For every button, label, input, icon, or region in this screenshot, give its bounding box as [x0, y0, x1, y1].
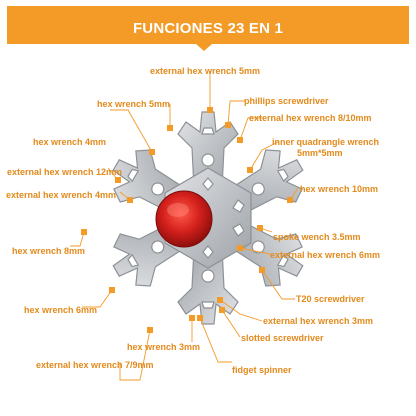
- label-phillips: phillips screwdriver: [244, 96, 329, 106]
- label-ext-hex-12mm: external hex wrench 12mm: [7, 167, 122, 177]
- label-ext-hex-8-10: external hex wrench 8/10mm: [249, 113, 372, 123]
- label-inner-quad-2: 5mm*5mm: [297, 148, 343, 158]
- label-hex-10mm: hex wrench 10mm: [300, 184, 378, 194]
- label-ext-hex-3mm: external hex wrench 3mm: [263, 316, 373, 326]
- label-hex-5mm: hex wrench 5mm: [97, 99, 170, 109]
- red-fidget-spinner-button: [155, 190, 213, 248]
- label-hex-8mm: hex wrench 8mm: [12, 246, 85, 256]
- label-slotted: slotted screwdriver: [241, 333, 324, 343]
- label-ext-hex-4mm: external hex wrench 4mm: [6, 190, 116, 200]
- label-ext-hex-6mm: external hex wrench 6mm: [270, 250, 380, 260]
- label-spoke: spoke wench 3.5mm: [273, 232, 361, 242]
- label-hex-4mm: hex wrench 4mm: [33, 137, 106, 147]
- label-hex-3mm: hex wrench 3mm: [127, 342, 200, 352]
- page-title: FUNCIONES 23 EN 1: [132, 19, 284, 37]
- header-banner-title: FUNCIONES 23 EN 1: [7, 6, 409, 50]
- header-banner: [7, 6, 409, 51]
- label-ext-hex-5mm-top: external hex wrench 5mm: [150, 66, 260, 76]
- label-ext-hex-7-9: external hex wrench 7/9mm: [36, 360, 154, 370]
- label-inner-quad-1: inner quadrangle wrench: [272, 137, 379, 147]
- label-t20: T20 screwdriver: [296, 294, 365, 304]
- label-hex-6mm: hex wrench 6mm: [24, 305, 97, 315]
- label-fidget: fidget spinner: [232, 365, 292, 375]
